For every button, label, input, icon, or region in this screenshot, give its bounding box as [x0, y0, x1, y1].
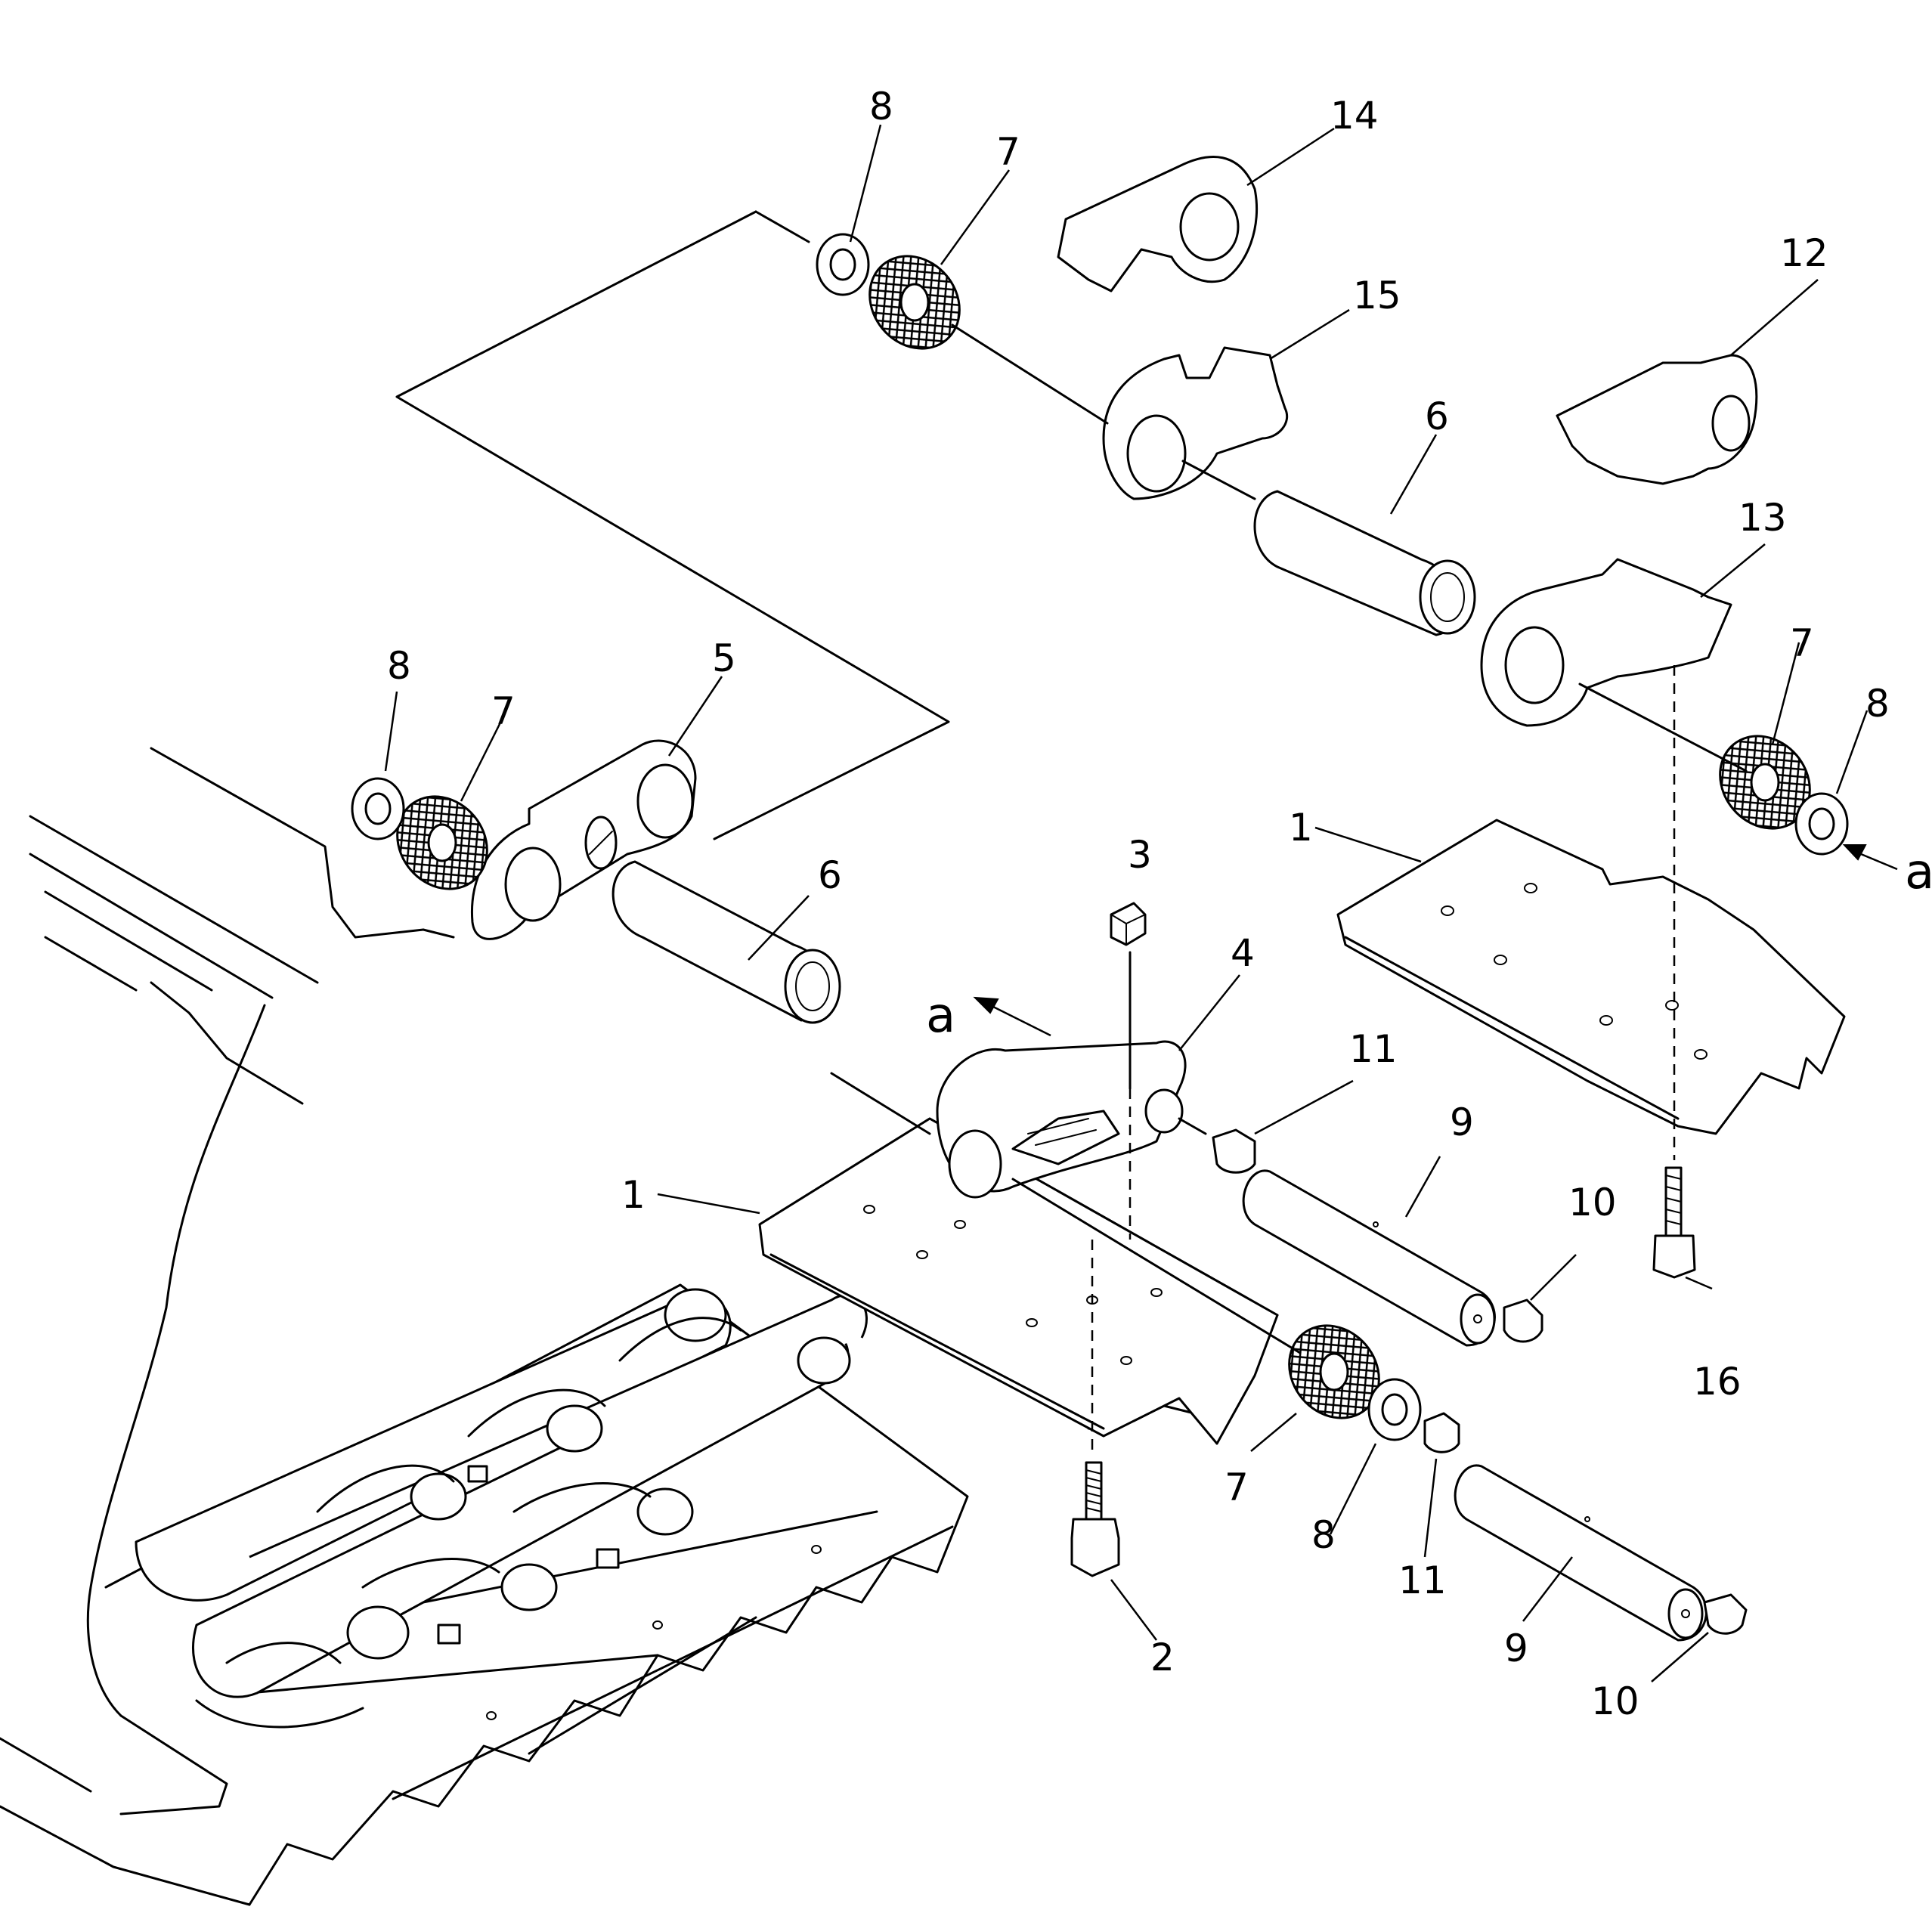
cap-part-10-upper [1503, 1298, 1543, 1343]
washer-part-8-left [351, 777, 405, 840]
callout-5: 5 [712, 636, 736, 680]
link-part-4 [936, 1040, 1187, 1199]
knurled-nut-part-7-top [868, 255, 961, 350]
reference-label-a-left: a [926, 988, 955, 1044]
callout-16: 16 [1693, 1360, 1742, 1404]
callout-10-lower: 10 [1591, 1679, 1639, 1723]
washer-part-8-bottom [1367, 1378, 1422, 1441]
link-part-15 [1102, 346, 1289, 500]
plug-part-11-upper [1212, 1128, 1256, 1174]
washer-part-8-top [816, 233, 870, 296]
bolt-part-2 [1070, 1461, 1120, 1577]
nut-part-3 [1110, 902, 1147, 946]
knurled-nut-part-7-bottom [1288, 1324, 1380, 1419]
callout-leaders [384, 124, 1869, 1682]
callout-11-upper: 11 [1349, 1027, 1398, 1071]
callout-14: 14 [1330, 94, 1379, 138]
callout-10-upper: 10 [1568, 1181, 1617, 1224]
callout-8-right: 8 [1865, 682, 1890, 726]
knurled-nut-part-7-right [1719, 735, 1811, 830]
bolt-part-16 [1652, 1166, 1696, 1279]
callout-7-top: 7 [996, 130, 1020, 174]
callout-9-lower: 9 [1504, 1627, 1528, 1670]
plug-part-11-lower [1423, 1412, 1460, 1453]
assembly-plane-outline-top [754, 210, 810, 243]
callout-7-right: 7 [1790, 621, 1814, 665]
callout-4: 4 [1231, 931, 1255, 975]
bushing-part-6-lower [611, 860, 841, 1024]
reference-label-a-right: a [1905, 844, 1932, 900]
pin-part-9-lower [1454, 1464, 1708, 1642]
reference-arrow-a-left [973, 996, 1051, 1037]
track-shoe-1-center [758, 1117, 1279, 1445]
link-part-14 [1057, 156, 1259, 293]
callout-12: 12 [1780, 231, 1828, 275]
knurled-nut-part-7-left [396, 795, 488, 890]
reference-arrow-a-right [1842, 844, 1898, 871]
callout-1-center: 1 [621, 1173, 646, 1217]
assembly-plane-outline [395, 210, 950, 840]
callout-13: 13 [1738, 496, 1787, 540]
pin-part-9-upper [1242, 1169, 1496, 1347]
callout-6-lower: 6 [818, 853, 842, 897]
callout-1-right: 1 [1289, 806, 1313, 850]
callout-9-upper: 9 [1450, 1100, 1474, 1144]
bushing-part-6-upper [1253, 490, 1476, 636]
callout-labels: 8 7 14 15 12 6 13 7 8 1 8 7 5 6 3 4 11 9… [387, 85, 1932, 1723]
callout-3: 3 [1128, 833, 1152, 877]
washer-part-8-right [1794, 792, 1849, 856]
track-shoe-1-right [1336, 819, 1846, 1135]
callout-7-bottom: 7 [1225, 1466, 1249, 1509]
alignment-lines [830, 323, 1748, 1451]
link-part-13 [1480, 558, 1732, 727]
callout-11-lower: 11 [1398, 1558, 1447, 1602]
callout-2: 2 [1150, 1636, 1175, 1679]
callout-8-top: 8 [869, 85, 893, 128]
callout-8-bottom: 8 [1311, 1513, 1336, 1557]
callout-7-left: 7 [491, 689, 516, 733]
callout-6-upper: 6 [1425, 395, 1449, 438]
link-part-12 [1556, 354, 1758, 485]
cap-part-10-lower [1703, 1593, 1748, 1635]
callout-8-left: 8 [387, 644, 411, 688]
callout-15: 15 [1353, 274, 1401, 317]
track-assembly-illustration [0, 747, 969, 1906]
master-link-part-5 [470, 739, 697, 940]
